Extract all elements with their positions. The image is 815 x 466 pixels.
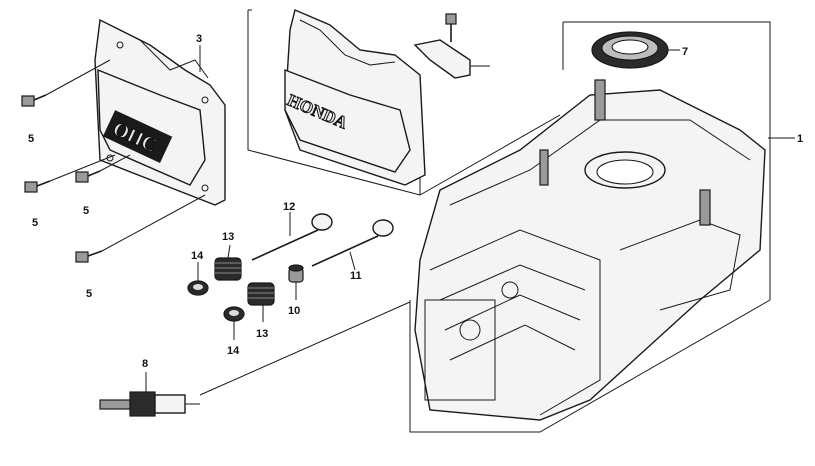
bolt-5b bbox=[24, 180, 51, 193]
intake-valve bbox=[251, 213, 333, 261]
callout-5b: 5 bbox=[32, 217, 38, 229]
exhaust-valve bbox=[311, 219, 394, 267]
bracket-with-bolt bbox=[413, 13, 490, 79]
cylinder-block bbox=[414, 79, 766, 421]
bolt-5d bbox=[75, 250, 103, 263]
spark-plug bbox=[99, 301, 411, 417]
valve-stem-seal bbox=[288, 264, 304, 283]
callout-5a: 5 bbox=[28, 133, 34, 145]
callout-14a: 14 bbox=[191, 250, 204, 262]
callout-5c: 5 bbox=[83, 205, 89, 217]
callout-3: 3 bbox=[196, 33, 202, 45]
oil-seal bbox=[591, 31, 669, 69]
callout-14b: 14 bbox=[227, 345, 240, 357]
callout-8: 8 bbox=[142, 358, 148, 370]
callout-11: 11 bbox=[350, 270, 362, 282]
callout-labels: 3 5 5 5 5 7 1 12 11 10 13 13 14 14 8 bbox=[28, 33, 803, 370]
callout-7: 7 bbox=[682, 46, 688, 58]
bolt-5a bbox=[21, 94, 47, 107]
spring-retainer-lower bbox=[223, 306, 245, 322]
callout-12: 12 bbox=[283, 201, 295, 213]
bolt-5c bbox=[75, 170, 101, 183]
ohc-head-cover: OHC bbox=[94, 18, 226, 206]
callout-1: 1 bbox=[797, 133, 803, 145]
callout-10: 10 bbox=[288, 305, 300, 317]
callout-13b: 13 bbox=[256, 328, 268, 340]
callout-13a: 13 bbox=[222, 231, 234, 243]
spring-retainer-upper bbox=[187, 280, 209, 296]
callout-5d: 5 bbox=[86, 288, 92, 300]
block-group-outline bbox=[409, 21, 771, 433]
honda-head-cover: HONDA bbox=[284, 9, 426, 186]
leader-lines bbox=[45, 45, 795, 392]
valve-spring-upper bbox=[214, 257, 242, 281]
valve-spring-lower bbox=[247, 282, 275, 306]
